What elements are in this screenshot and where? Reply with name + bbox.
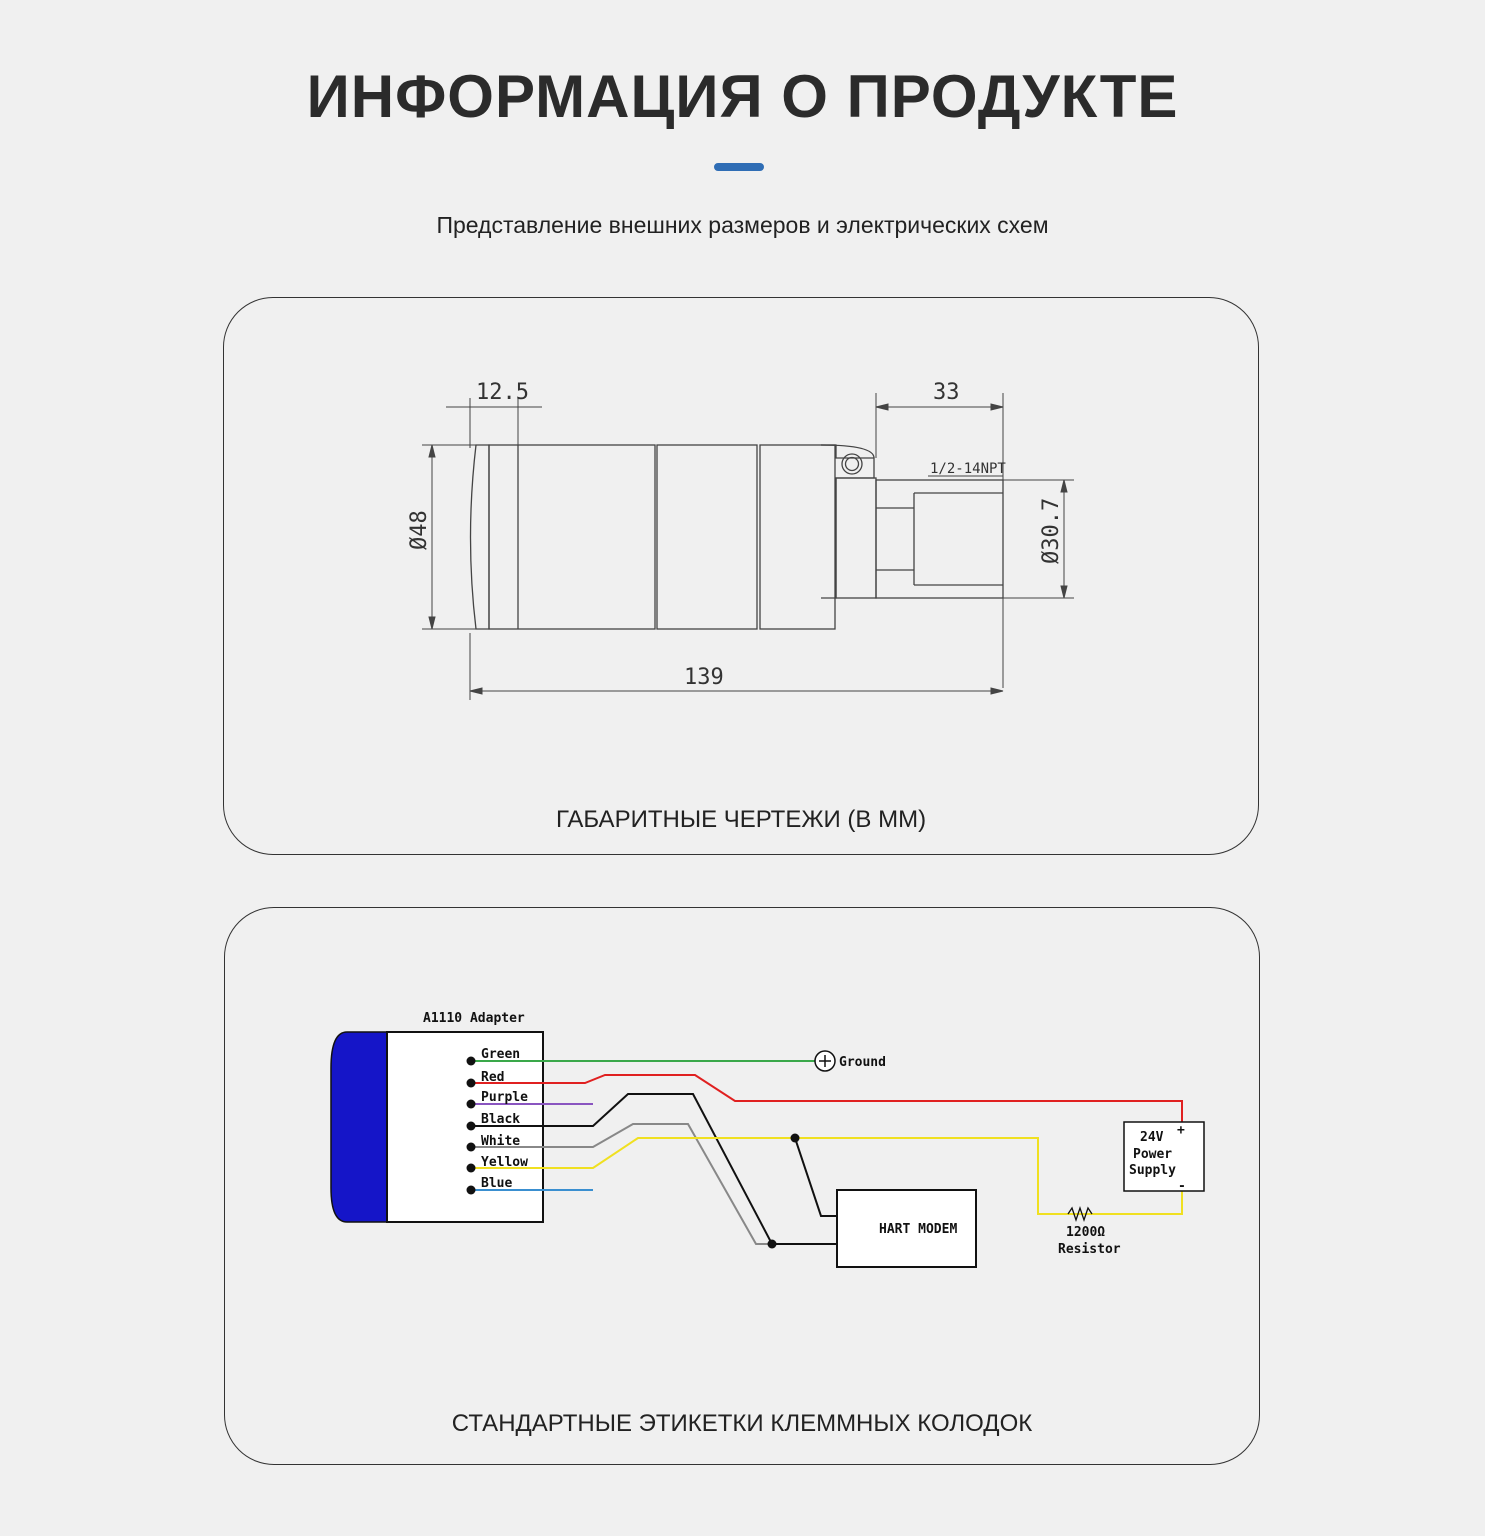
vent-hole xyxy=(841,453,863,475)
power-supply-box xyxy=(1123,1121,1205,1192)
wiring-diagram-card: A1110 Adapter Green Red Purple Black xyxy=(224,907,1260,1465)
adapter-cap xyxy=(330,1031,388,1223)
resistor-value: 1200Ω xyxy=(1066,1225,1105,1240)
wire-label-white: White xyxy=(481,1134,520,1149)
dim-total-label: 139 xyxy=(684,665,724,690)
wire-label-black: Black xyxy=(481,1112,520,1127)
drawing-caption: ГАБАРИТНЫЕ ЧЕРТЕЖИ (В ММ) xyxy=(555,806,927,833)
wire-black xyxy=(471,1093,773,1245)
power-minus: - xyxy=(1178,1179,1186,1194)
hart-modem-box xyxy=(836,1189,977,1268)
wire-label-blue: Blue xyxy=(481,1176,512,1191)
resistor-label: Resistor xyxy=(1058,1242,1121,1257)
sensor-head xyxy=(469,444,490,630)
page-title: ИНФОРМАЦИЯ О ПРОДУКТЕ xyxy=(306,63,1179,130)
wiring-caption: СТАНДАРТНЫЕ ЭТИКЕТКИ КЛЕММНЫХ КОЛОДОК xyxy=(451,1410,1033,1437)
dimension-drawing-card: 12.5 33 1/2-14NPT Ø48 Ø30.7 139 ГАБАРИТН… xyxy=(223,297,1259,855)
hex-section xyxy=(835,477,877,599)
dim-thread-length-label: 33 xyxy=(933,380,960,405)
power-supply-voltage: 24V xyxy=(1140,1130,1164,1145)
wire-red xyxy=(471,1074,1183,1123)
wiring-diagram: A1110 Adapter Green Red Purple Black xyxy=(330,1011,1205,1268)
thread-spec-label: 1/2-14NPT xyxy=(930,461,1006,477)
sensor-body-3 xyxy=(759,444,836,630)
power-supply-line-2: Power xyxy=(1133,1147,1172,1162)
dim-head-label: 12.5 xyxy=(476,380,529,405)
ground-icon xyxy=(814,1050,836,1072)
wire-label-green: Green xyxy=(481,1047,520,1062)
hart-modem-label: HART MODEM xyxy=(879,1222,957,1237)
power-supply-line-3: Supply xyxy=(1129,1163,1176,1178)
resistor-icon xyxy=(1067,1205,1093,1223)
dim-thread-diameter-label: Ø30.7 xyxy=(1039,498,1064,564)
sensor-body-1 xyxy=(488,444,656,630)
ground-label: Ground xyxy=(839,1055,886,1070)
adapter-label: A1110 Adapter xyxy=(423,1011,525,1026)
wire-white xyxy=(471,1123,772,1245)
dimension-drawing: 12.5 33 1/2-14NPT Ø48 Ø30.7 139 xyxy=(407,380,1074,700)
power-plus: + xyxy=(1177,1123,1185,1138)
dim-diameter-label: Ø48 xyxy=(407,510,432,550)
wire-yellow xyxy=(471,1137,1183,1215)
wire-label-yellow: Yellow xyxy=(481,1155,528,1170)
wire-label-red: Red xyxy=(481,1070,504,1085)
thread-section xyxy=(875,479,1004,599)
sensor-body-2 xyxy=(656,444,758,630)
wire-label-purple: Purple xyxy=(481,1090,528,1105)
title-accent-bar xyxy=(714,163,764,171)
page-subtitle: Представление внешних размеров и электри… xyxy=(436,212,1049,238)
